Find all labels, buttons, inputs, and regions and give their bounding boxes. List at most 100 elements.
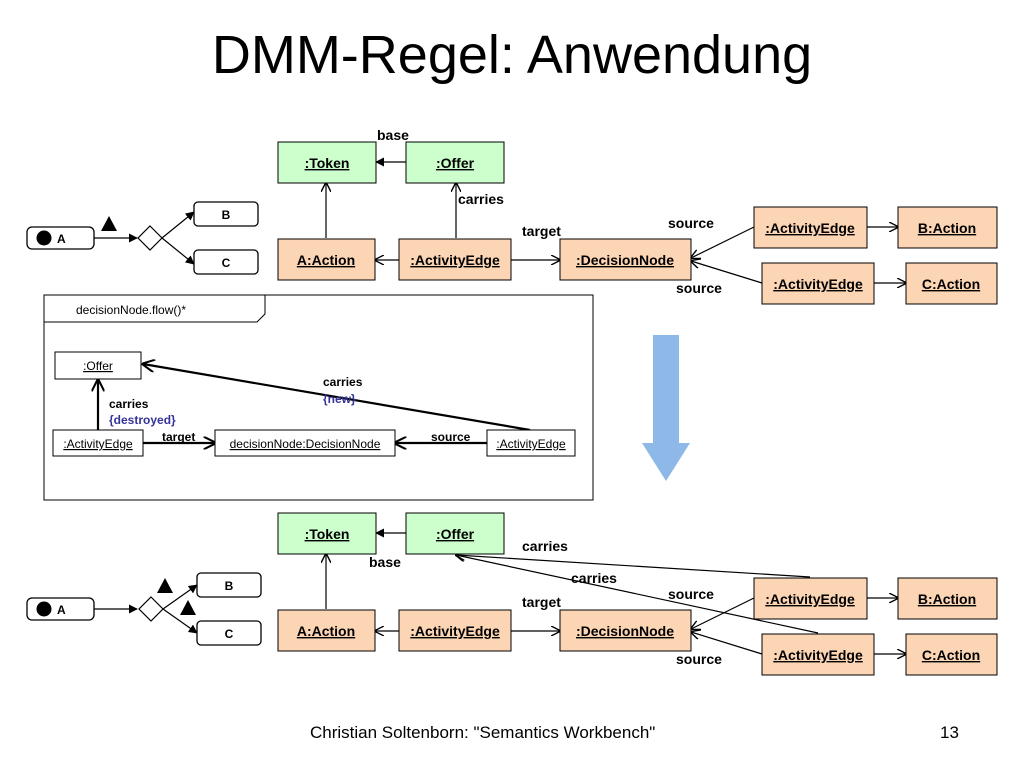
bottom-mini-diagram: A B C	[26, 572, 262, 646]
label-source-bottom: source	[676, 280, 722, 296]
transition-arrow-icon	[642, 335, 690, 481]
rule-label-carries-left: carries	[109, 397, 149, 411]
decision-node	[559, 609, 692, 652]
mini-node-b	[196, 572, 262, 598]
edge-edgeb-decision	[691, 597, 755, 629]
activityedge-b-node	[753, 577, 868, 620]
mini-node-c	[193, 249, 259, 275]
b-action-node	[897, 206, 998, 249]
decision-node-label: :DecisionNode	[576, 252, 674, 268]
rule-frame-label: decisionNode.flow()*	[76, 303, 186, 317]
bottom-model: A B C :Token :Offer A:Action	[26, 512, 998, 676]
slide-title: DMM-Regel: Anwendung	[211, 25, 813, 85]
label-carries-2: carries	[571, 570, 617, 586]
token-node	[277, 141, 377, 184]
a-action-node	[277, 238, 376, 281]
c-action-label: C:Action	[922, 647, 980, 663]
activityedge-c-node	[761, 633, 875, 676]
rule-frame-tab	[44, 295, 266, 323]
offer-node-label: :Offer	[436, 526, 475, 542]
mini-label-c: C	[225, 627, 234, 641]
edge-edgec-decision	[691, 632, 763, 655]
edge-edgec-offer	[456, 555, 819, 634]
top-model: A B C :Token :Offer A:Action :ActivityEd…	[26, 127, 998, 305]
activityedge-in-node	[398, 238, 512, 281]
token-node	[277, 512, 377, 555]
label-carries: carries	[458, 191, 504, 207]
decision-node-label: :DecisionNode	[576, 623, 674, 639]
label-carries-1: carries	[522, 538, 568, 554]
decision-diamond-icon	[138, 596, 164, 622]
activityedge-c-label: :ActivityEdge	[773, 647, 863, 663]
rule-label-source: source	[431, 430, 471, 444]
activityedge-b-node	[753, 206, 868, 249]
b-action-label: B:Action	[918, 591, 976, 607]
b-action-node	[897, 577, 998, 620]
label-source-top: source	[668, 586, 714, 602]
mini-edge-b	[161, 211, 195, 239]
offer-node	[405, 141, 505, 184]
rule-decision-node	[214, 429, 396, 457]
mini-label-a: A	[57, 232, 66, 246]
a-action-label: A:Action	[297, 252, 355, 268]
label-target: target	[522, 223, 561, 239]
label-base: base	[369, 554, 401, 570]
offer-node	[405, 512, 505, 555]
edge-edgec-decision	[691, 261, 763, 284]
label-base: base	[377, 127, 409, 143]
rule-edge-right-node	[486, 429, 576, 457]
b-action-label: B:Action	[918, 220, 976, 236]
c-action-node	[905, 262, 998, 305]
activityedge-c-node	[761, 262, 875, 305]
label-source-bottom: source	[676, 651, 722, 667]
rule-label-carries-right: carries	[323, 375, 363, 389]
activityedge-b-label: :ActivityEdge	[765, 591, 855, 607]
rule-edge-left-node	[52, 429, 144, 457]
token-node-label: :Token	[305, 526, 350, 542]
c-action-label: C:Action	[922, 276, 980, 292]
rule-frame-border	[43, 294, 594, 501]
token-dot-icon	[36, 601, 52, 617]
offer-triangle-icon	[180, 600, 196, 615]
offer-triangle-icon	[157, 578, 173, 593]
offer-triangle-icon	[101, 216, 117, 231]
activityedge-in-node	[398, 609, 512, 652]
mini-label-b: B	[225, 579, 234, 593]
rule-frame: decisionNode.flow()* :Offer :ActivityEdg…	[43, 294, 594, 501]
rule-decision-label: decisionNode:DecisionNode	[230, 437, 381, 451]
rule-edge-left-label: :ActivityEdge	[63, 437, 133, 451]
mini-label-b: B	[222, 208, 231, 222]
mini-edge-c	[161, 237, 195, 265]
label-target: target	[522, 594, 561, 610]
rule-label-target: target	[162, 430, 195, 444]
mini-edge-c	[162, 608, 198, 634]
top-mini-diagram: A B C	[26, 201, 259, 275]
rule-offer-node	[54, 351, 142, 380]
page-number: 13	[940, 723, 959, 742]
mini-node-c	[196, 620, 262, 646]
rule-edge-right-label: :ActivityEdge	[496, 437, 566, 451]
activityedge-in-label: :ActivityEdge	[410, 623, 500, 639]
edge-edgeb-offer	[456, 555, 811, 578]
mini-label-c: C	[222, 256, 231, 270]
mini-edge-b	[162, 584, 198, 610]
label-source-top: source	[668, 215, 714, 231]
footer-text: Christian Soltenborn: "Semantics Workben…	[310, 723, 656, 742]
rule-offer-label: :Offer	[83, 359, 113, 373]
activityedge-c-label: :ActivityEdge	[773, 276, 863, 292]
edge-edgeb-decision	[691, 226, 755, 258]
token-dot-icon	[36, 230, 52, 246]
a-action-label: A:Action	[297, 623, 355, 639]
activityedge-b-label: :ActivityEdge	[765, 220, 855, 236]
mini-label-a: A	[57, 603, 66, 617]
activityedge-in-label: :ActivityEdge	[410, 252, 500, 268]
a-action-node	[277, 609, 376, 652]
decision-node	[559, 238, 692, 281]
token-node-label: :Token	[305, 155, 350, 171]
decision-diamond-icon	[137, 225, 163, 251]
rule-label-new: {new}	[323, 392, 356, 406]
rule-label-destroyed: {destroyed}	[109, 413, 176, 427]
offer-node-label: :Offer	[436, 155, 475, 171]
mini-node-b	[193, 201, 259, 227]
